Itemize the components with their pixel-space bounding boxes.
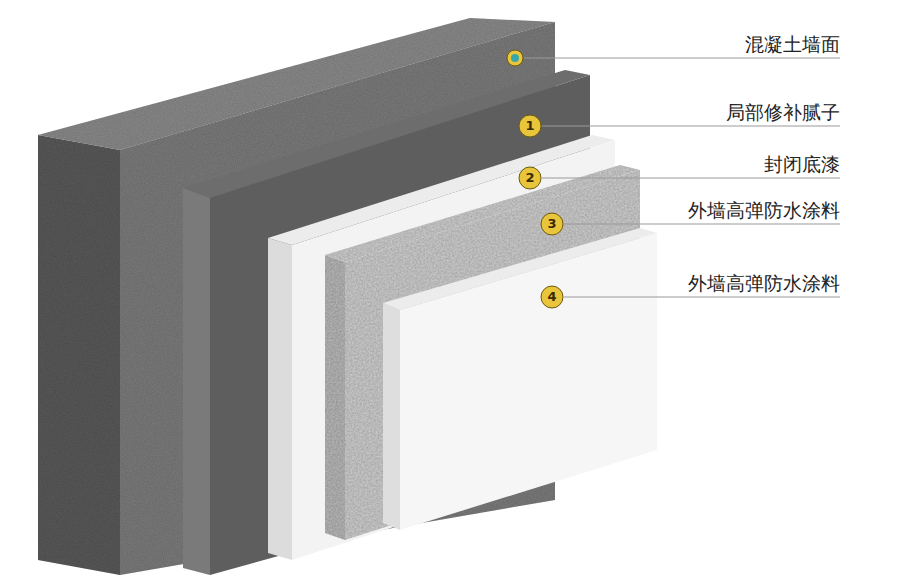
- layer-label: 局部修补腻子: [726, 101, 840, 123]
- callout-circles: [507, 50, 563, 308]
- callout-number: 1: [519, 115, 541, 137]
- finish-coating-layer: [383, 228, 657, 530]
- leader-lines: [524, 58, 840, 297]
- callout-number: 3: [541, 213, 563, 235]
- callout-number: 2: [519, 167, 541, 189]
- layer-label: 外墙高弹防水涂料: [688, 272, 840, 294]
- layer-label: 外墙高弹防水涂料: [688, 199, 840, 221]
- callout-number: 4: [541, 286, 563, 308]
- layer-label: 混凝土墙面: [745, 33, 840, 55]
- layer-label: 封闭底漆: [764, 153, 840, 175]
